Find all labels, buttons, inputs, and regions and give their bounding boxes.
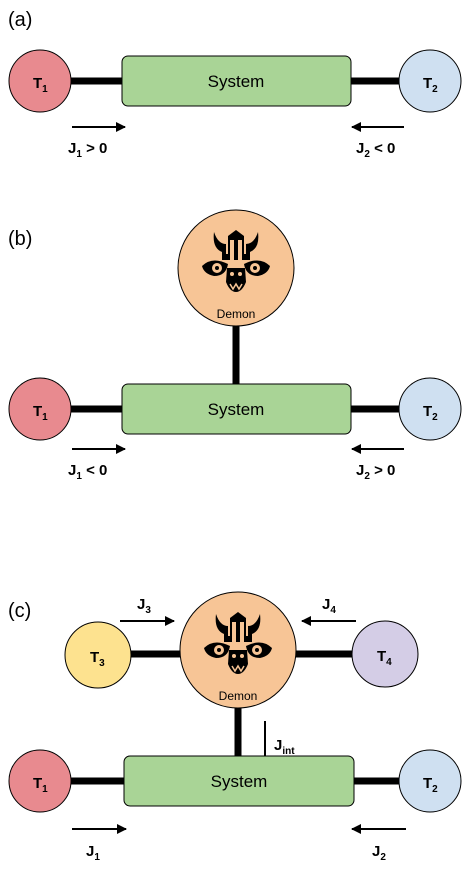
t2-label: T2 <box>423 775 438 795</box>
cold-reservoir-t2 <box>398 749 462 813</box>
t1-label: T1 <box>33 75 48 95</box>
panel-c: (c) Demon T3 T4 J3 J4 Jint System T1 T2 … <box>8 591 462 863</box>
j2-label: J2 <box>372 843 386 863</box>
cold-reservoir-t2 <box>398 49 462 113</box>
j3-label: J3 <box>137 596 151 616</box>
j1-label: J1 > 0 <box>68 140 107 160</box>
t4-label: T4 <box>377 648 392 668</box>
cold-reservoir-t2 <box>398 377 462 441</box>
panel-a: (a) System T1 T2 J1 > 0 J2 < 0 <box>8 9 462 160</box>
j2-label: J2 > 0 <box>356 462 395 482</box>
j4-label: J4 <box>322 596 336 616</box>
system-box <box>123 755 355 807</box>
t1-label: T1 <box>33 403 48 423</box>
panel-b: (b) Demon System T1 T2 J1 < 0 J2 > 0 <box>8 209 462 482</box>
hot-reservoir-t1 <box>8 49 72 113</box>
j2-label: J2 < 0 <box>356 140 395 160</box>
panel-a-label: (a) <box>8 9 32 31</box>
hot-reservoir-t1 <box>8 749 72 813</box>
system-box <box>121 55 352 107</box>
system-label: System <box>211 772 268 791</box>
t2-label: T2 <box>423 403 438 423</box>
reservoir-t3 <box>64 621 132 689</box>
system-label: System <box>208 400 265 419</box>
j1-label: J1 <box>86 843 100 863</box>
j1-label: J1 < 0 <box>68 462 107 482</box>
reservoir-t4 <box>351 620 419 688</box>
t2-label: T2 <box>423 75 438 95</box>
system-label: System <box>208 72 265 91</box>
jint-label: Jint <box>274 737 295 757</box>
panel-c-label: (c) <box>8 600 31 622</box>
t3-label: T3 <box>90 649 105 669</box>
hot-reservoir-t1 <box>8 377 72 441</box>
t1-label: T1 <box>33 775 48 795</box>
demon-label: Demon <box>217 307 256 321</box>
panel-b-label: (b) <box>8 228 32 250</box>
system-box <box>121 383 352 435</box>
demon-label: Demon <box>219 689 258 703</box>
